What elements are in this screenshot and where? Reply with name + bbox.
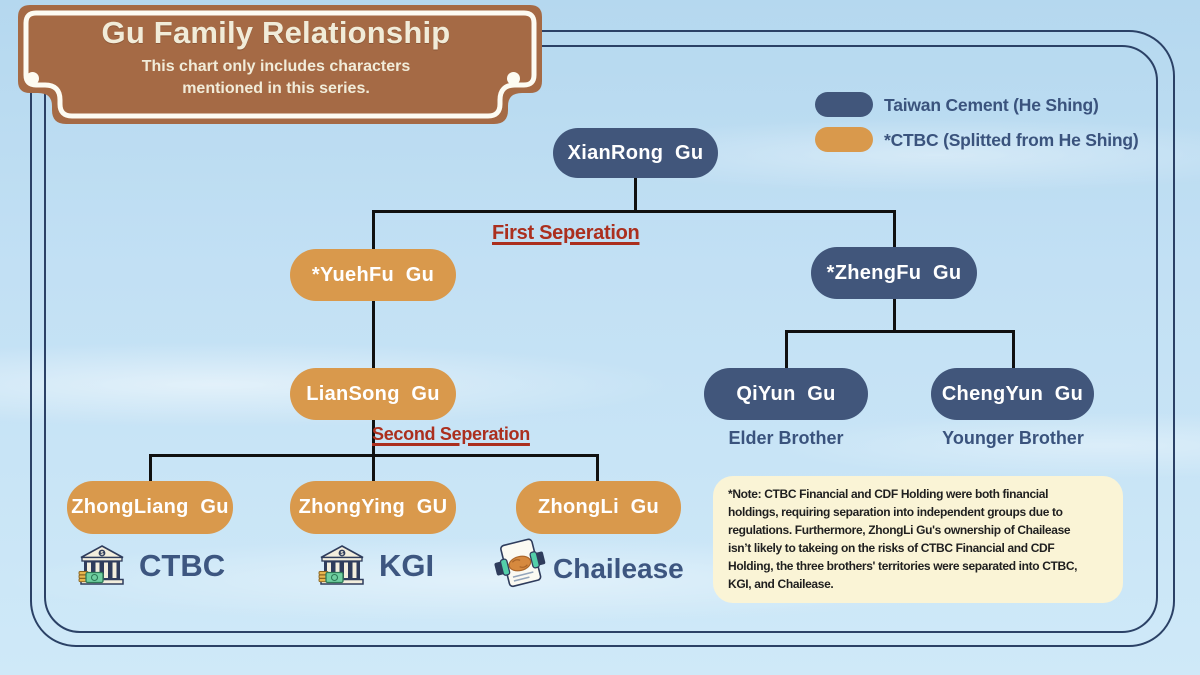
note-line: isn’t likely to takeing on the risks of … xyxy=(728,541,1055,555)
elder-brother-label: Elder Brother xyxy=(728,428,844,448)
connector-root-down xyxy=(634,176,637,212)
legend-label-ctbc: *CTBC (Splitted from He Shing) xyxy=(884,130,1139,150)
legend-swatch-ctbc xyxy=(815,127,873,152)
company-name-ctbc: CTBC xyxy=(139,548,226,583)
note-line: Holding, the three brothers' territories… xyxy=(728,559,1078,573)
connector-brothers-horizontal xyxy=(785,330,1015,333)
dollar-glyph: $ xyxy=(100,551,103,557)
connector-liansong-down xyxy=(372,419,375,457)
younger-brother-label: Younger Brother xyxy=(942,428,1084,448)
company-name-chailease: Chailease xyxy=(553,553,684,584)
connector-zhengfu-down xyxy=(893,297,896,333)
plaque-right-rivet xyxy=(507,72,520,85)
node-zhengfu-gu: *ZhengFu Gu xyxy=(811,247,977,299)
second-separation-label: Second Seperation xyxy=(372,424,530,444)
bank-icon: $ xyxy=(78,544,126,595)
node-zhongli-gu-label: ZhongLi Gu xyxy=(537,496,660,518)
connector-to-yuehfu xyxy=(372,210,375,250)
page-title: Gu Family Relationship xyxy=(101,15,451,50)
connector-to-qiyun xyxy=(785,330,788,370)
node-liansong-gu-label: LianSong Gu xyxy=(306,382,440,405)
note-line: holdings, requiring separation into inde… xyxy=(728,505,1063,519)
legend-swatch-taiwan-cement xyxy=(815,92,873,117)
node-zhongliang-gu-label: ZhongLiang Gu xyxy=(71,496,229,518)
bank-icon: $ xyxy=(318,544,366,595)
node-zhongying-gu-label: ZhongYing GU xyxy=(298,496,448,518)
connector-to-zhongli xyxy=(596,454,599,483)
note-line: KGI, and Chailease. xyxy=(728,577,834,591)
node-zhongliang-gu: ZhongLiang Gu xyxy=(67,481,233,534)
node-qiyun-gu-label: QiYun Gu xyxy=(736,382,836,405)
node-yuehfu-gu: *YuehFu Gu xyxy=(290,249,456,301)
note-line: regulations. Furthermore, ZhongLi Gu's o… xyxy=(728,523,1071,537)
node-xianrong-gu: XianRong Gu xyxy=(553,128,718,178)
node-liansong-gu: LianSong Gu xyxy=(290,368,456,420)
node-xianrong-gu-label: XianRong Gu xyxy=(567,141,704,164)
note-box: *Note: CTBC Financial and CDF Holding we… xyxy=(713,476,1123,603)
first-separation-label: First Seperation xyxy=(492,222,640,244)
company-name-kgi: KGI xyxy=(379,548,435,583)
plaque-left-rivet xyxy=(26,72,39,85)
dollar-glyph: $ xyxy=(340,551,343,557)
node-yuehfu-gu-label: *YuehFu Gu xyxy=(311,263,435,286)
note-line: *Note: CTBC Financial and CDF Holding we… xyxy=(728,487,1049,501)
connector-to-zhongliang xyxy=(149,454,152,483)
inner-frame-border xyxy=(44,45,1158,633)
node-qiyun-gu: QiYun Gu xyxy=(704,368,868,420)
node-zhongli-gu: ZhongLi Gu xyxy=(516,481,681,534)
connector-to-chengyun xyxy=(1012,330,1015,370)
title-plaque: Gu Family Relationship This chart only i… xyxy=(6,0,546,130)
outer-frame-border xyxy=(30,30,1175,647)
legend-label-taiwan-cement: Taiwan Cement (He Shing) xyxy=(884,95,1099,115)
connector-to-zhengfu xyxy=(893,210,896,249)
page-subtitle-line1: This chart only includes characters xyxy=(141,58,411,75)
handshake-document-icon xyxy=(492,537,548,598)
page-subtitle-line2: mentioned in this series. xyxy=(182,80,370,97)
connector-to-zhongying xyxy=(372,454,375,483)
node-zhengfu-gu-label: *ZhengFu Gu xyxy=(826,261,962,284)
connector-first-separation-horizontal xyxy=(372,210,896,213)
node-chengyun-gu-label: ChengYun Gu xyxy=(941,382,1084,405)
node-chengyun-gu: ChengYun Gu xyxy=(931,368,1094,420)
connector-yuehfu-liansong xyxy=(372,300,375,370)
node-zhongying-gu: ZhongYing GU xyxy=(290,481,456,534)
